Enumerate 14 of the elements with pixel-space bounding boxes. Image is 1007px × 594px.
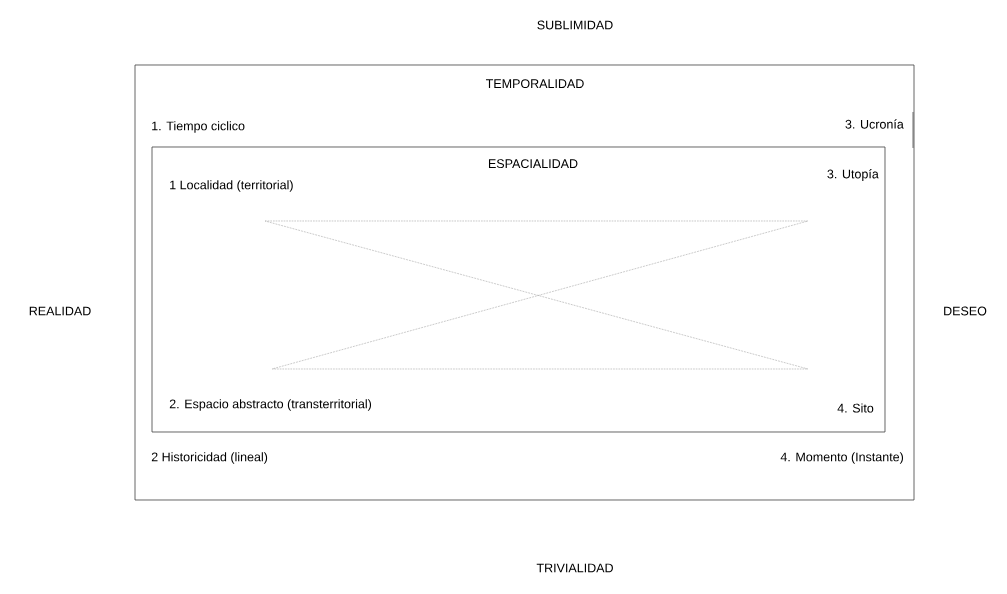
- axis-label: SUBLIMIDAD: [537, 20, 613, 30]
- box-text: 1 Localidad (territorial): [170, 180, 293, 192]
- box-text: 2 Historicidad (lineal): [151, 452, 268, 464]
- box-text: 2. Espacio abstracto (transterritorial): [169, 399, 372, 411]
- box-text: 1. Tiempo ciclico: [152, 121, 245, 133]
- box-heading: ESPACIALIDAD: [489, 159, 578, 169]
- axis-label: TRIVIALIDAD: [536, 563, 613, 573]
- axis-label: REALIDAD: [29, 306, 91, 316]
- box-text: 3. Utopía: [827, 169, 879, 181]
- box-heading: TEMPORALIDAD: [485, 79, 584, 89]
- box-text: 3. Ucronía: [845, 119, 904, 129]
- axis-label: DESEO: [944, 306, 987, 316]
- box-text: 4. Momento (Instante): [780, 452, 903, 464]
- box-text: 4. Sito: [837, 403, 874, 413]
